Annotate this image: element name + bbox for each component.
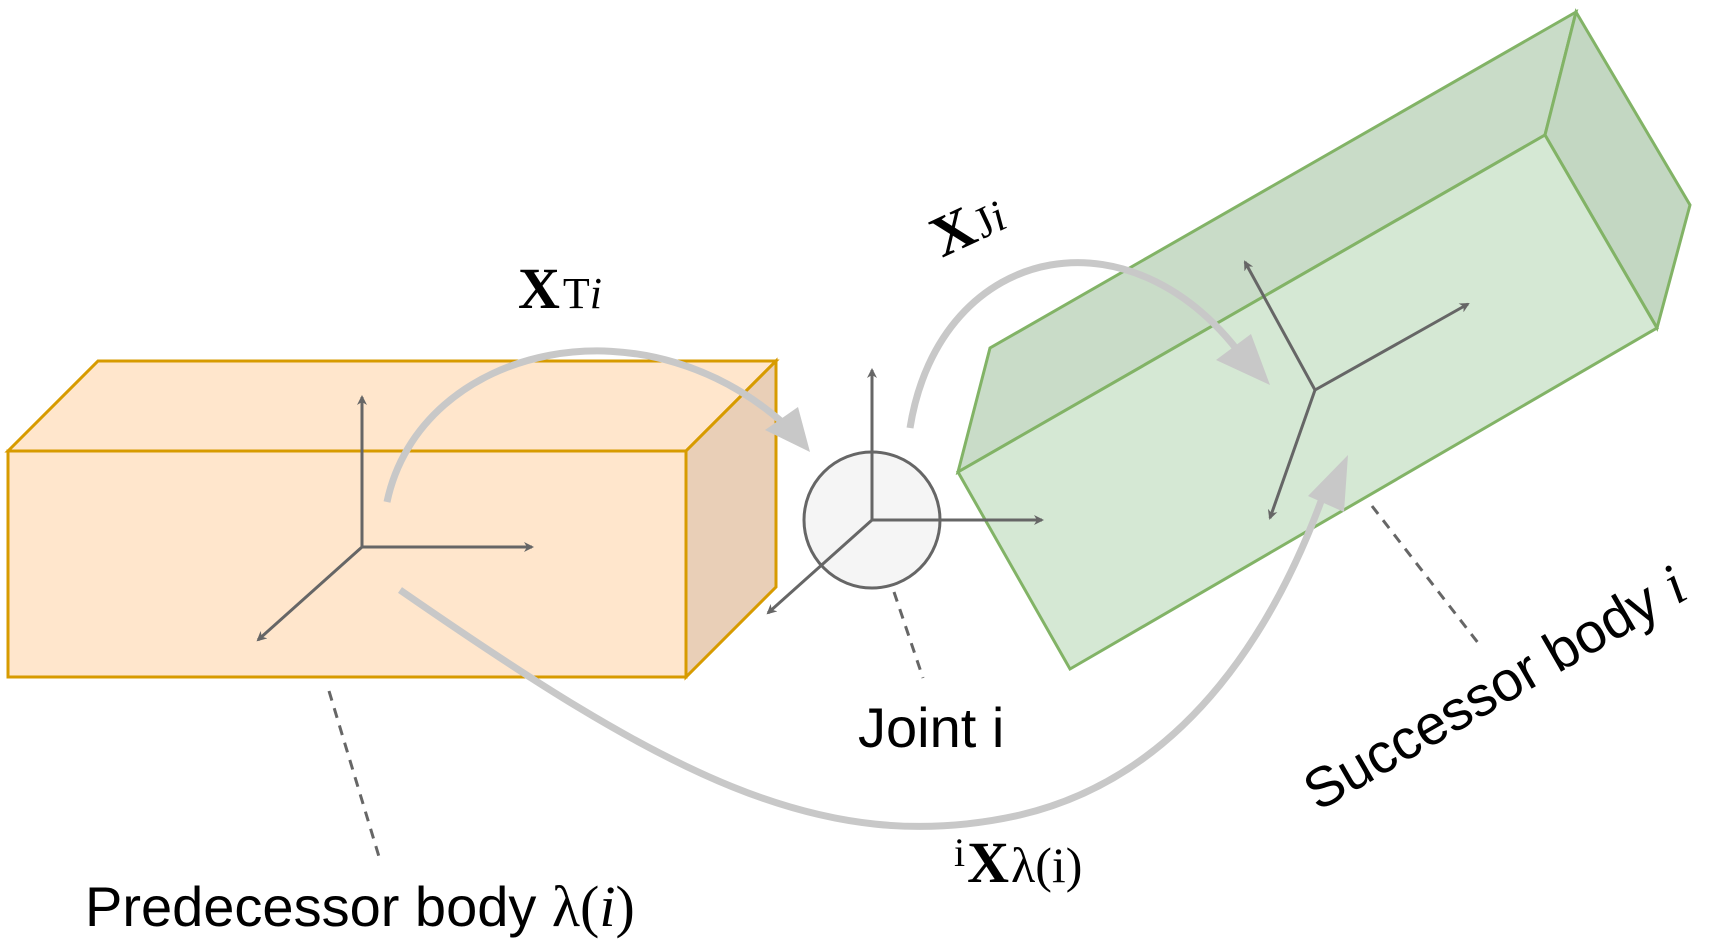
joint-frame-axis-diag — [766, 518, 873, 615]
transform-arrow-xj — [906, 259, 1270, 429]
predecessor-label-var: i — [599, 874, 615, 939]
label-xlambda-bold: X — [967, 830, 1009, 895]
successor-frame-axis-up — [1243, 260, 1317, 391]
successor-frame-axis-right — [1314, 302, 1470, 392]
predecessor-frame — [256, 395, 534, 642]
predecessor-label-text: Predecessor body — [85, 875, 552, 938]
successor-body-front-face — [955, 132, 1660, 672]
label-xlambda-sup: i — [954, 830, 965, 875]
label-xt: XTi — [518, 256, 602, 321]
predecessor-label-close: ) — [615, 874, 634, 939]
transform-arrow-xt — [383, 347, 810, 503]
predecessor-leader-line — [327, 690, 382, 861]
predecessor-body-box — [4, 357, 780, 681]
label-joint: Joint i — [858, 696, 1004, 759]
label-xt-sub: T — [563, 269, 590, 318]
successor-label-text: Successor body — [1293, 561, 1683, 823]
joint-frame — [766, 368, 1044, 615]
predecessor-body-front-face — [6, 449, 688, 679]
label-xlambda: iXλ(i) — [954, 830, 1082, 895]
predecessor-body-top-face — [4, 359, 780, 453]
label-xt-sub-var: i — [590, 269, 602, 318]
predecessor-label-symbol: λ( — [552, 874, 599, 939]
label-successor-body: Successor body i — [1292, 552, 1697, 823]
successor-frame-axis-diag — [1267, 389, 1317, 520]
transform-arrow-xlambda — [398, 455, 1348, 830]
predecessor-frame-axis-diag — [256, 545, 363, 642]
label-xlambda-sub: λ(i) — [1011, 837, 1082, 893]
label-xt-bold: X — [518, 256, 560, 321]
successor-leader-line — [1370, 505, 1484, 649]
successor-body-box — [955, 8, 1692, 672]
joint-leader-line — [892, 591, 925, 679]
label-predecessor-body: Predecessor body λ(i) — [85, 874, 635, 939]
label-xj: XJi — [920, 179, 1015, 269]
successor-frame — [1243, 260, 1470, 520]
